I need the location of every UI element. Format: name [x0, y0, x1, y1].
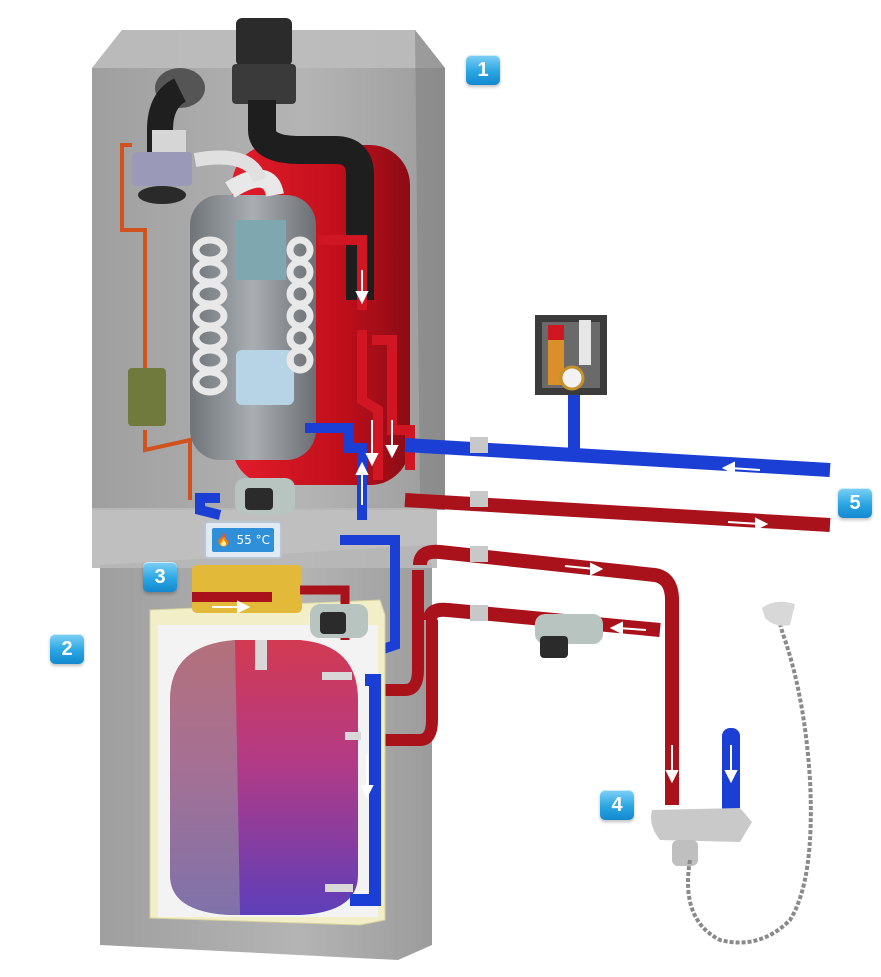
callout-badge-1: 1 — [466, 55, 500, 85]
heat-exchanger — [190, 150, 316, 460]
heating-flow-pipe — [404, 493, 831, 532]
fan-unit — [132, 130, 192, 204]
callout-badge-2: 2 — [50, 634, 84, 664]
pumps — [235, 478, 603, 658]
shower-hose — [686, 601, 813, 945]
hot-water-pipes — [385, 544, 679, 805]
flue-pipe — [147, 18, 374, 300]
safety-group — [535, 315, 607, 395]
storage-tank — [149, 599, 386, 926]
cold-water-supply-pipe — [404, 395, 831, 477]
shower-mixer — [651, 808, 752, 866]
callout-badge-3: 3 — [143, 562, 177, 592]
flow-arrows — [212, 270, 769, 799]
display-screen: 🔥 55 °C — [212, 528, 274, 552]
flame-icon: 🔥 — [216, 533, 231, 547]
control-display: 🔥 55 °C — [204, 521, 282, 559]
callout-badge-5: 5 — [838, 488, 872, 518]
pipe-fittings — [470, 437, 488, 621]
display-temperature: 55 °C — [236, 533, 270, 547]
gas-valve — [120, 143, 192, 500]
callout-badge-4: 4 — [600, 790, 634, 820]
